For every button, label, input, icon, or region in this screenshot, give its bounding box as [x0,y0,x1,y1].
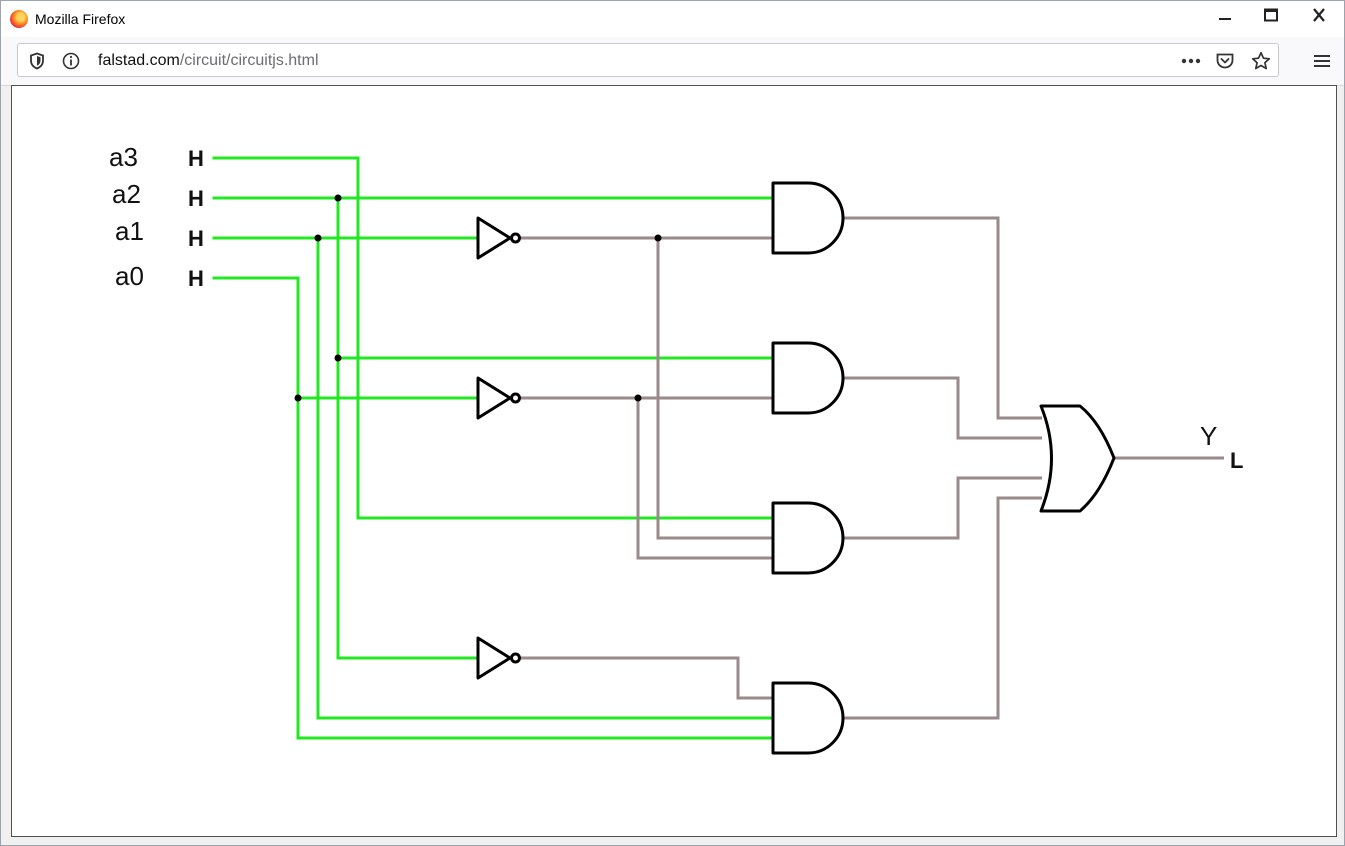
wire-not3-out[interactable] [521,656,772,700]
input-label-a1: a1 [115,216,144,246]
wire-and4-out[interactable] [844,496,1042,720]
wire-and3-out[interactable] [844,476,1042,540]
not-gate-3[interactable] [476,636,521,680]
wire-a0[interactable] [212,276,774,740]
wire-and2-out[interactable] [844,376,1042,440]
not-gate-2[interactable] [476,376,521,420]
high-wires [212,156,774,740]
url-host: falstad.com [98,52,180,69]
window-title: Mozilla Firefox [35,11,126,27]
tracking-protection-button[interactable] [24,44,50,78]
and-gate-4[interactable] [771,681,845,755]
wire-junctions [294,194,662,402]
low-wires [521,216,1224,720]
menu-icon [1314,55,1330,67]
more-icon [1181,58,1201,64]
input-label-a2: a2 [112,179,141,209]
wire-not2-to-and3[interactable] [636,398,772,560]
url-bar[interactable]: falstad.com/circuit/circuitjs.html [17,43,1279,77]
star-icon [1251,51,1271,70]
url-text[interactable]: falstad.com/circuit/circuitjs.html [98,52,319,70]
page-actions-button[interactable] [1178,44,1204,78]
input-state-a2[interactable]: H [188,186,204,211]
wire-a2-branch[interactable] [336,196,479,660]
site-info-button[interactable] [58,44,84,78]
input-label-a0: a0 [115,261,144,291]
not-gate-1[interactable] [476,216,521,260]
close-icon [1313,8,1325,22]
pocket-button[interactable] [1212,44,1238,78]
junction-dot [334,194,342,202]
url-path: /circuit/circuitjs.html [179,52,319,69]
close-button[interactable] [1294,1,1344,29]
bookmark-star-button[interactable] [1248,44,1274,78]
wire-a1-branch[interactable] [316,236,774,720]
pocket-icon [1216,53,1234,69]
maximize-icon [1264,8,1278,22]
wire-a3[interactable] [212,156,774,520]
maximize-button[interactable] [1248,1,1294,29]
input-state-a0[interactable]: H [188,266,204,291]
minimize-icon [1219,18,1231,20]
logic-gates [476,181,1116,755]
junction-dot [294,394,302,402]
navigation-bar: falstad.com/circuit/circuitjs.html [1,37,1344,86]
info-icon [62,52,80,70]
junction-dot [634,394,642,402]
circuit-labels: a3 a2 a1 a0 H H H H Y L [109,142,1243,473]
input-state-a3[interactable]: H [188,146,204,171]
junction-dot [334,354,342,362]
wire-and1-out[interactable] [844,216,1042,420]
and-gate-3[interactable] [771,501,845,575]
circuit-diagram[interactable]: a3 a2 a1 a0 H H H H Y L [12,86,1337,837]
window-controls [1202,1,1344,31]
output-label-y: Y [1200,421,1217,451]
input-label-a3: a3 [109,142,138,172]
and-gate-2[interactable] [771,341,845,415]
and-gate-1[interactable] [771,181,845,255]
input-state-a1[interactable]: H [188,226,204,251]
junction-dot [654,234,662,242]
or-gate[interactable] [1039,404,1116,513]
firefox-logo-icon [10,10,28,28]
output-state-y: L [1230,448,1243,473]
circuit-canvas[interactable]: a3 a2 a1 a0 H H H H Y L [11,85,1337,837]
wire-not1-to-and3[interactable] [656,238,772,540]
open-menu-button[interactable] [1310,50,1334,72]
title-bar: Mozilla Firefox [1,1,1344,37]
minimize-button[interactable] [1202,1,1248,29]
shield-icon [30,52,44,70]
junction-dot [314,234,322,242]
